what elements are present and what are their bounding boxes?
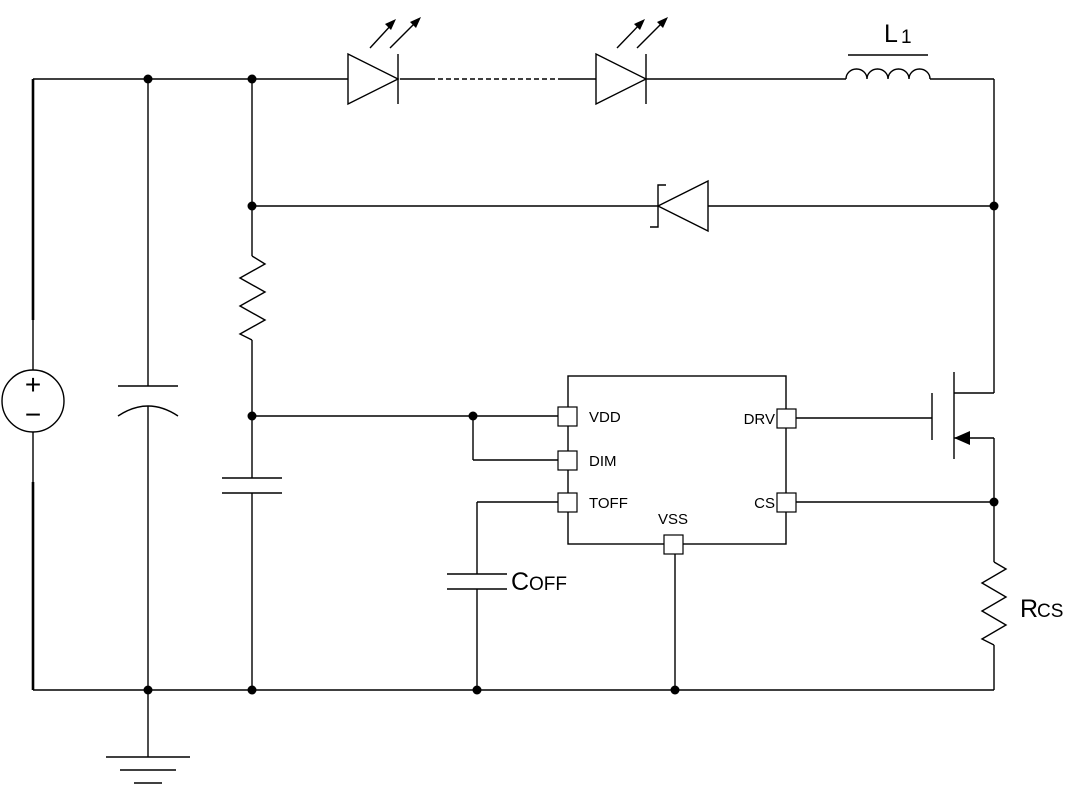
pin-vss-label: VSS bbox=[658, 511, 688, 528]
sense-resistor: R CS bbox=[796, 501, 1063, 646]
toff-capacitor: C OFF bbox=[447, 501, 567, 690]
toff-capacitor-label-sub: OFF bbox=[529, 574, 567, 595]
inductor-label-sub: 1 bbox=[901, 27, 912, 48]
controller-ic: VDD DIM TOFF VSS DRV CS bbox=[557, 375, 797, 555]
pin-drv bbox=[776, 408, 797, 429]
pin-drv-label: DRV bbox=[744, 411, 775, 428]
junction-dots bbox=[143, 74, 999, 695]
ground-symbol bbox=[106, 690, 190, 784]
pin-vss bbox=[663, 534, 684, 555]
vdd-dim-wiring bbox=[252, 415, 558, 461]
inductor-l1: L 1 bbox=[845, 20, 931, 80]
pin-vdd bbox=[557, 406, 578, 427]
pin-toff-label: TOFF bbox=[589, 495, 628, 512]
pin-vdd-label: VDD bbox=[589, 409, 621, 426]
source-plus-symbol: + bbox=[25, 369, 41, 400]
pin-cs bbox=[776, 492, 797, 513]
sense-resistor-label: R bbox=[1020, 595, 1038, 623]
bulk-capacitor bbox=[117, 79, 179, 690]
pin-toff bbox=[557, 492, 578, 513]
right-rail-wire bbox=[954, 79, 995, 394]
bottom-rail-wire bbox=[33, 645, 995, 691]
led-n bbox=[595, 17, 668, 106]
mosfet bbox=[796, 372, 995, 502]
pin-dim bbox=[557, 450, 578, 471]
toff-capacitor-label: C bbox=[511, 568, 529, 596]
pin-dim-label: DIM bbox=[589, 453, 617, 470]
supply-resistor-branch bbox=[238, 79, 267, 478]
pin-cs-label: CS bbox=[754, 495, 775, 512]
inductor-label: L bbox=[884, 20, 898, 48]
led-1 bbox=[347, 17, 421, 106]
source-minus-symbol: − bbox=[25, 399, 41, 430]
dc-voltage-source: + − bbox=[1, 79, 65, 690]
vdd-capacitor bbox=[222, 477, 282, 690]
sense-resistor-label-sub: CS bbox=[1037, 601, 1063, 622]
schottky-diode bbox=[252, 179, 994, 233]
